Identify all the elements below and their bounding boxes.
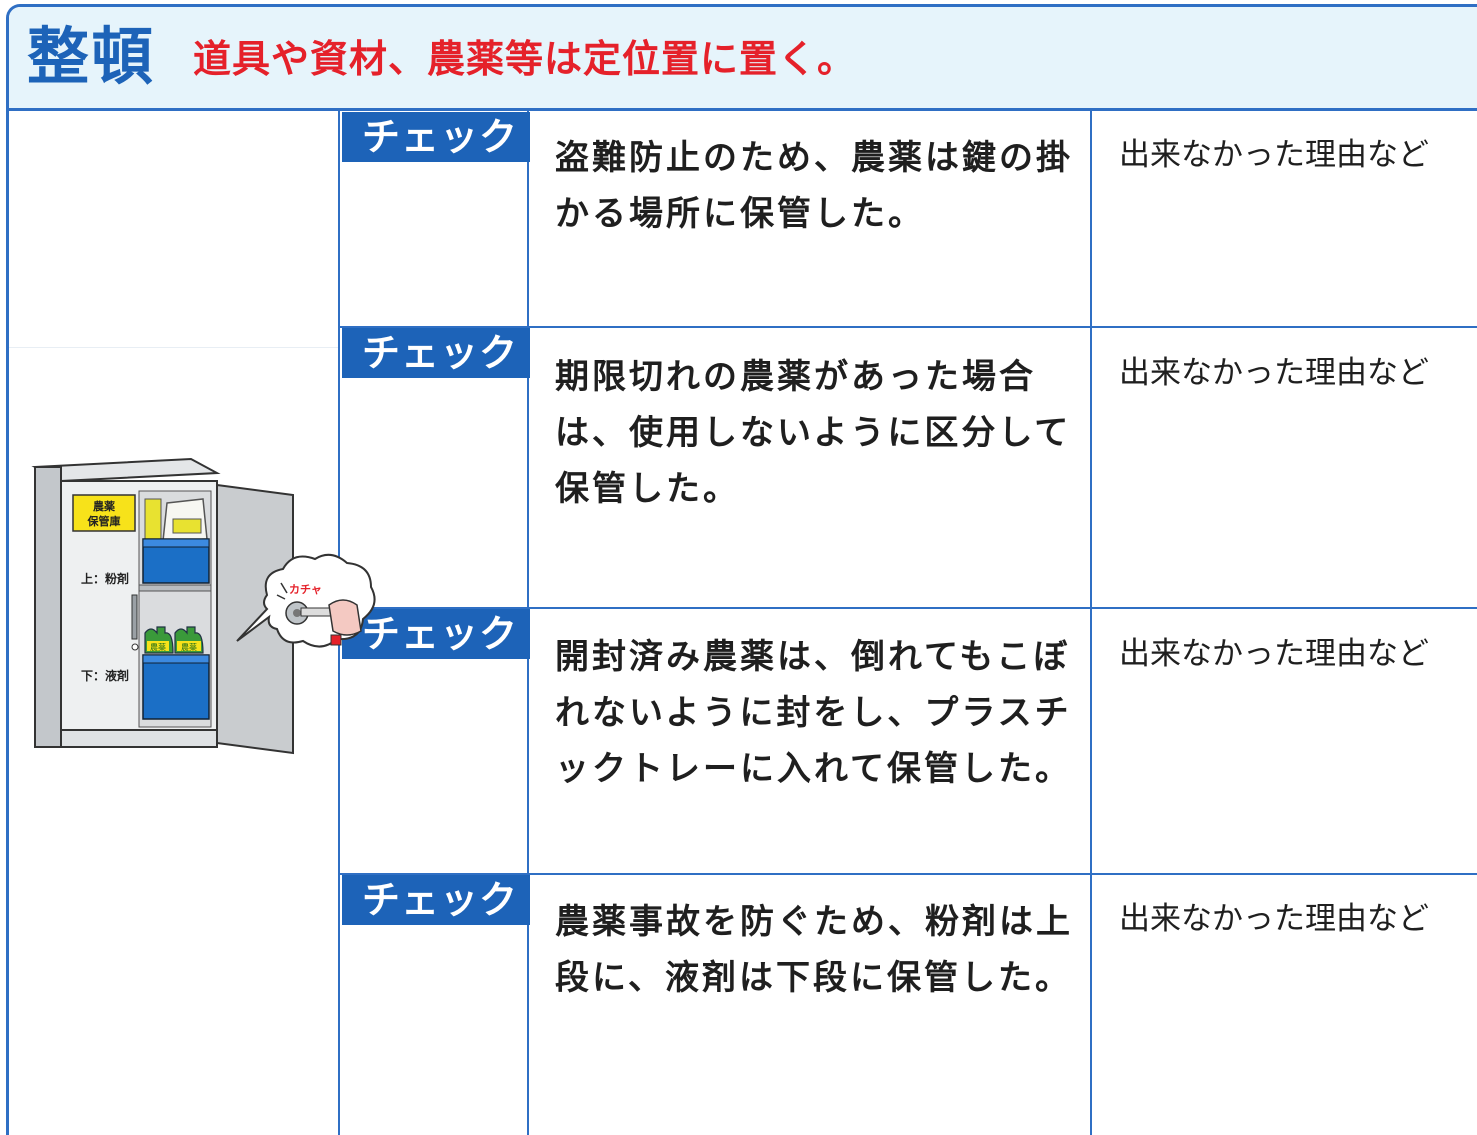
- section-title: 整頓: [27, 20, 156, 93]
- pesticide-cabinet-illustration: 農薬 農薬 農薬 保管庫 上：粉剤 下：液剤 カチャ: [31, 455, 376, 769]
- checklist-panel: 整頓 道具や資材、農薬等は定位置に置く。 チェック 盗難防止のため、農薬は鍵の掛…: [6, 4, 1477, 1135]
- check-badge-4: チェック: [342, 875, 530, 925]
- check-badge-2: チェック: [342, 328, 530, 378]
- check-badge-3: チェック: [342, 609, 530, 659]
- check-badge-1: チェック: [342, 112, 530, 162]
- reason-label-1: 出来なかった理由など: [1119, 137, 1429, 173]
- bottle-label-2: 農薬: [181, 642, 197, 652]
- lower-shelf-label: 下：液剤: [81, 668, 129, 683]
- row-divider-2: [338, 607, 1477, 609]
- reason-label-3: 出来なかった理由など: [1119, 636, 1429, 672]
- row-divider-3: [338, 873, 1477, 875]
- section-subtitle: 道具や資材、農薬等は定位置に置く。: [193, 37, 857, 81]
- reason-label-2: 出来なかった理由など: [1119, 355, 1429, 391]
- cabinet-label-line1: 農薬: [93, 499, 116, 513]
- upper-shelf-label: 上：粉剤: [81, 571, 129, 586]
- column-divider-right: [1090, 111, 1092, 1135]
- row-divider-1: [338, 326, 1477, 328]
- check-item-text-3: 開封済み農薬は、倒れてもこぼれないように封をし、プラスチックトレーに入れて保管し…: [555, 637, 1072, 789]
- check-item-text-1: 盗難防止のため、農薬は鍵の掛かる場所に保管した。: [555, 138, 1073, 234]
- reason-label-4: 出来なかった理由など: [1119, 901, 1429, 937]
- section-header: 整頓 道具や資材、農薬等は定位置に置く。: [9, 7, 1477, 111]
- bottle-label-1: 農薬: [150, 642, 166, 652]
- check-item-text-4: 農薬事故を防ぐため、粉剤は上段に、液剤は下段に保管した。: [555, 902, 1073, 998]
- click-sound-text: カチャ: [289, 583, 322, 596]
- check-item-text-2: 期限切れの農薬があった場合は、使用しないように区分して保管した。: [555, 357, 1072, 509]
- cabinet-label-line2: 保管庫: [87, 514, 121, 528]
- faint-line: [9, 347, 338, 348]
